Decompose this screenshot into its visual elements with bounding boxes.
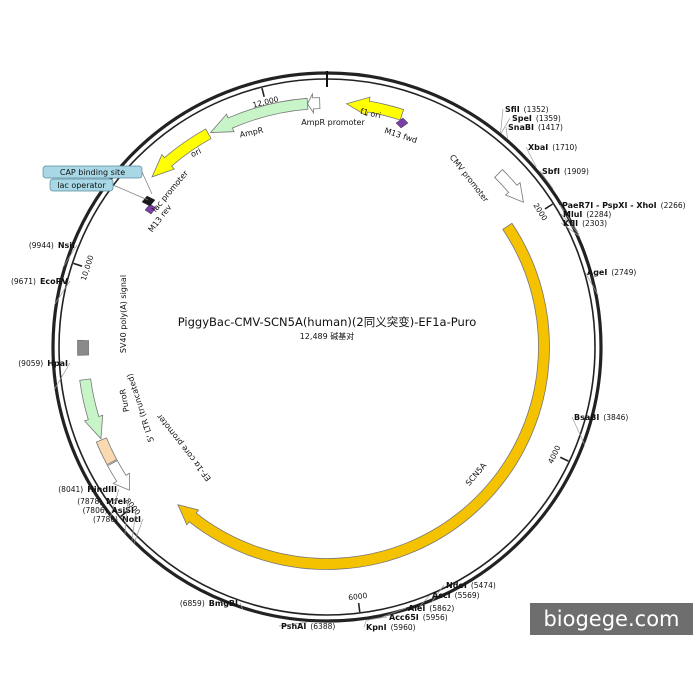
site-leader [239, 602, 244, 611]
tick-mark [357, 602, 361, 613]
callout-leader [141, 171, 153, 195]
site-leader [53, 280, 71, 306]
restriction-site: BsaBI(3846) [574, 413, 628, 422]
restriction-site: (9944)NsiI [29, 241, 75, 250]
site-leader [131, 509, 137, 543]
restriction-site: KflI(2303) [563, 219, 607, 228]
restriction-site: KpnI(5960) [366, 623, 416, 632]
site-leader [505, 126, 508, 139]
restriction-site: SpeI(1359) [512, 114, 561, 123]
feature-label: CMV promoter [448, 153, 491, 205]
feature-5-ltr-truncated- [95, 437, 118, 466]
restriction-site: SnaBI(1417) [508, 123, 563, 132]
restriction-site: (7786)NotI [93, 515, 141, 524]
feature-ori [151, 128, 212, 178]
feature-label: PuroR [118, 388, 131, 413]
site-leader [501, 117, 511, 134]
restriction-site: SfiI(1352) [505, 105, 549, 114]
feature-label: ori [189, 146, 202, 159]
restriction-site: AccI(5569) [432, 591, 480, 600]
restriction-site: Acc65I(5956) [389, 613, 448, 622]
tick-mark [544, 203, 553, 210]
feature-ampr [209, 97, 309, 134]
feature-label: SCN5A [464, 461, 489, 488]
feature-f1-ori [345, 96, 405, 121]
feature-label: M13 fwd [383, 126, 418, 145]
site-leader [560, 222, 581, 237]
site-leader [500, 108, 504, 133]
restriction-site: PaeR7I - PspXI - XhoI(2266) [562, 201, 686, 210]
callout-label: CAP binding site [60, 168, 125, 177]
feature-m13-fwd [395, 117, 409, 129]
restriction-site: NdeI(5474) [446, 581, 496, 590]
backbone-outer [51, 71, 603, 623]
restriction-site: (7806)AsiSI [83, 506, 134, 515]
restriction-site: PshAI(6388) [281, 622, 335, 631]
feature-cmv-promoter [494, 169, 524, 203]
restriction-site: XbaI(1710) [528, 143, 577, 152]
feature-label: AmpR promoter [301, 118, 365, 127]
backbone-inner [58, 78, 596, 616]
site-leader [418, 594, 431, 608]
restriction-site: (8041)HindIII [58, 485, 117, 494]
restriction-site: SbfI(1909) [542, 167, 589, 176]
feature-label: EF-1α core promoter [155, 412, 213, 483]
feature-puror [79, 378, 104, 440]
restriction-site: (7878)MfeI [77, 497, 126, 506]
restriction-site: (9671)EcoRV [11, 277, 69, 286]
callout-leader [112, 184, 149, 201]
tick-label: 4000 [546, 444, 562, 465]
site-leader [124, 500, 129, 535]
site-leader [54, 362, 71, 390]
feature-m13-rev [144, 203, 157, 215]
restriction-site: MluI(2284) [563, 210, 611, 219]
site-leader [584, 271, 599, 296]
site-leader [539, 170, 554, 190]
site-leader [366, 616, 388, 621]
site-leader [431, 584, 445, 603]
restriction-site: AleI(5862) [408, 604, 454, 613]
feature-sv40-poly-a-signal [77, 339, 90, 356]
site-leader [278, 621, 308, 627]
tick-mark [559, 456, 569, 462]
tick-label: 6000 [348, 591, 368, 602]
site-leader [363, 620, 367, 628]
site-leader [133, 518, 144, 545]
restriction-site: AgeI(2749) [587, 268, 636, 277]
tick-mark [73, 262, 83, 267]
site-leader [109, 488, 120, 518]
plasmid-title: PiggyBac-CMV-SCN5A(human)(2同义突变)-EF1a-Pu… [178, 315, 477, 329]
plasmid-size: 12,489 碱基对 [300, 331, 355, 341]
site-leader [571, 416, 586, 446]
tick-mark [261, 87, 265, 97]
restriction-site: (6859)BmgBI [180, 599, 238, 608]
feature-scn5a [177, 222, 550, 570]
restriction-site: (9059)HpaI [18, 359, 68, 368]
watermark: biogege.com [530, 603, 693, 635]
feature-ef-1-core-promoter [107, 460, 130, 491]
feature-ampr-promoter [307, 92, 321, 115]
site-leader [559, 204, 579, 232]
site-leader [62, 244, 78, 269]
tick-label: 2000 [531, 201, 549, 222]
tick-mark [120, 510, 129, 518]
feature-label: SV40 poly(A) signal [119, 275, 128, 353]
feature-label: AmpR [239, 126, 265, 140]
tick-label: 10,000 [79, 254, 96, 282]
site-leader [379, 607, 407, 619]
site-leader [560, 213, 580, 235]
site-leader [525, 146, 537, 168]
callout-label: lac operator [57, 181, 106, 190]
